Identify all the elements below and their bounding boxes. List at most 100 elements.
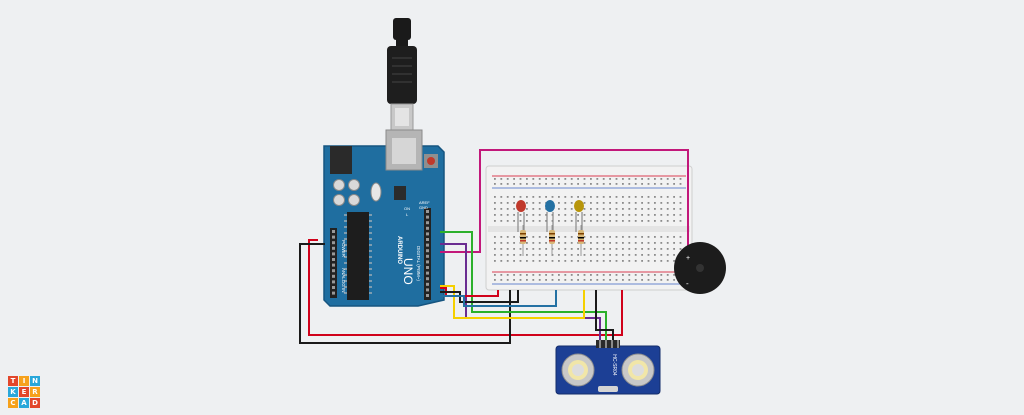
- breadboard-hole: [596, 248, 599, 250]
- wire-sensor-gnd[interactable]: [595, 290, 614, 346]
- breadboard-rail-hole: [513, 279, 515, 281]
- breadboard-rail-hole: [628, 274, 631, 276]
- breadboard-hole: [538, 242, 541, 244]
- hc-sr04-sensor[interactable]: HC-SR04: [555, 340, 661, 395]
- breadboard[interactable]: [485, 165, 693, 291]
- breadboard-hole: [526, 260, 528, 262]
- wire-yellow[interactable]: [440, 285, 585, 319]
- breadboard-hole: [519, 196, 522, 198]
- breadboard-hole: [532, 254, 535, 256]
- resistor-3[interactable]: [578, 225, 584, 256]
- breadboard-hole: [506, 254, 509, 256]
- breadboard-rail-hole: [577, 274, 579, 276]
- wires[interactable]: [299, 149, 689, 346]
- resistor-2[interactable]: [549, 225, 555, 256]
- resistor-1[interactable]: [520, 225, 526, 256]
- arduino-uno-board[interactable]: ARDUINO UNO DIGITAL (PWM~) POWER ANALOG …: [323, 129, 445, 307]
- wire-blue-led[interactable]: [440, 290, 557, 307]
- power-header-label: POWER: [341, 240, 346, 258]
- breadboard-hole: [577, 214, 579, 216]
- breadboard-rail-hole: [647, 279, 650, 281]
- led-blue[interactable]: [545, 200, 555, 232]
- wire-red-gnd[interactable]: [308, 239, 623, 336]
- breadboard-hole: [679, 220, 682, 222]
- led-yellow[interactable]: [574, 200, 584, 232]
- breadboard-hole: [583, 242, 586, 244]
- breadboard-rail-hole: [577, 183, 579, 185]
- wire-black-led[interactable]: [440, 290, 519, 303]
- breadboard-hole: [679, 208, 682, 210]
- breadboard-rail-hole: [526, 279, 528, 281]
- breadboard-hole: [500, 242, 503, 244]
- breadboard-rail-hole: [602, 279, 605, 281]
- breadboard-hole: [494, 254, 496, 256]
- breadboard-hole: [622, 214, 624, 216]
- breadboard-hole: [500, 202, 503, 204]
- breadboard-hole: [532, 202, 535, 204]
- breadboard-hole: [538, 202, 541, 204]
- breadboard-rail-hole: [615, 279, 618, 281]
- breadboard-hole: [654, 248, 656, 250]
- breadboard-rail-hole: [564, 183, 567, 185]
- breadboard-hole: [660, 260, 663, 262]
- logo-letter: C: [8, 398, 18, 408]
- piezo-buzzer[interactable]: + -: [674, 242, 726, 294]
- breadboard-hole: [634, 242, 637, 244]
- breadboard-hole: [513, 254, 515, 256]
- breadboard-rail-hole: [666, 178, 669, 180]
- wire-black-5v[interactable]: [299, 243, 511, 344]
- breadboard-rail-hole: [622, 274, 624, 276]
- breadboard-rail-hole: [654, 178, 656, 180]
- logo-letter: I: [19, 376, 29, 386]
- breadboard-hole: [590, 260, 592, 262]
- breadboard-rail-hole: [545, 178, 547, 180]
- breadboard-rail-hole: [519, 183, 522, 185]
- arduino-brand: ARDUINO: [396, 236, 402, 264]
- breadboard-hole: [666, 242, 669, 244]
- sensor-label: HC-SR04: [611, 354, 617, 376]
- breadboard-rail-hole: [641, 279, 643, 281]
- breadboard-hole: [577, 242, 579, 244]
- breadboard-hole: [660, 214, 663, 216]
- breadboard-hole: [654, 254, 656, 256]
- usb-cable[interactable]: [387, 18, 417, 131]
- breadboard-rail-hole: [666, 279, 669, 281]
- aref-label: AREF: [419, 200, 430, 205]
- header-pin: [426, 266, 429, 269]
- breadboard-hole: [615, 214, 618, 216]
- breadboard-hole: [628, 254, 631, 256]
- breadboard-rail-hole: [564, 274, 567, 276]
- breadboard-rail-hole: [647, 178, 650, 180]
- wire-green[interactable]: [440, 231, 607, 346]
- breadboard-hole: [564, 196, 567, 198]
- breadboard-rail-hole: [538, 279, 541, 281]
- breadboard-hole: [558, 202, 560, 204]
- breadboard-hole: [506, 196, 509, 198]
- breadboard-rail-hole: [558, 183, 560, 185]
- leds[interactable]: [516, 200, 584, 256]
- breadboard-hole: [596, 214, 599, 216]
- breadboard-hole: [654, 260, 656, 262]
- breadboard-rail-hole: [609, 274, 611, 276]
- header-pin: [426, 243, 429, 247]
- breadboard-hole: [538, 196, 541, 198]
- breadboard-hole: [526, 242, 528, 244]
- breadboard-rail-hole: [558, 279, 560, 281]
- header-pin: [426, 294, 429, 297]
- led-red[interactable]: [516, 200, 526, 232]
- breadboard-hole: [634, 202, 637, 204]
- breadboard-hole: [641, 208, 643, 210]
- breadboard-rail-hole: [641, 183, 643, 185]
- breadboard-rail-hole: [583, 178, 586, 180]
- breadboard-hole: [564, 260, 567, 262]
- header-pin: [426, 232, 429, 236]
- breadboard-hole: [564, 242, 567, 244]
- breadboard-rail-hole: [551, 183, 554, 185]
- breadboard-hole: [583, 196, 586, 198]
- breadboard-hole: [609, 254, 611, 256]
- breadboard-hole: [679, 202, 682, 204]
- breadboard-rail-hole: [519, 178, 522, 180]
- breadboard-hole: [545, 214, 547, 216]
- wire-red-led[interactable]: [440, 287, 499, 297]
